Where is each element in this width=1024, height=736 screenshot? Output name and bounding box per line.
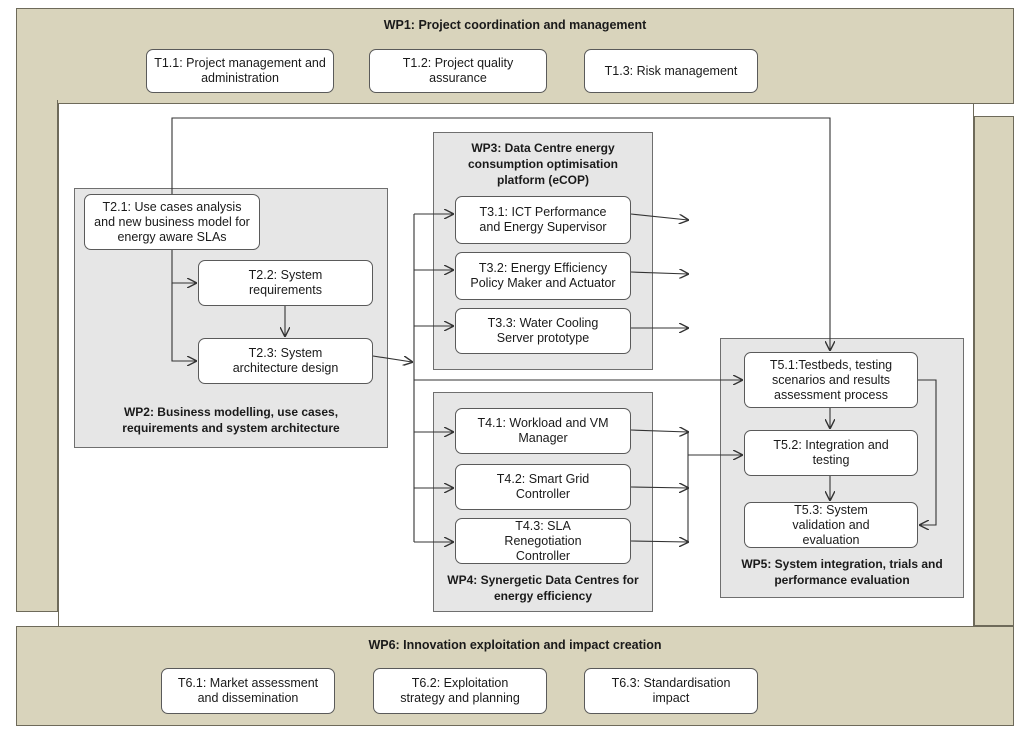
task-t4-3: T4.3: SLA Renegotiation Controller: [455, 518, 631, 564]
arrow-t2-1-to-t2-3: [171, 283, 196, 361]
task-t5-1: T5.1:Testbeds, testing scenarios and res…: [744, 352, 918, 408]
task-t6-3: T6.3: Standardisation impact: [584, 668, 758, 714]
task-t6-2: T6.2: Exploitation strategy and planning: [373, 668, 547, 714]
task-t2-3: T2.3: System architecture design: [198, 338, 373, 384]
arrow-t2-1-to-t5-1: [171, 117, 830, 350]
arrow-t5-1-to-t5-3: [918, 379, 937, 525]
task-t5-3: T5.3: System validation and evaluation: [744, 502, 918, 548]
right-frame-band: [974, 116, 1014, 626]
task-t5-2: T5.2: Integration and testing: [744, 430, 918, 476]
task-t1-2: T1.2: Project quality assurance: [369, 49, 547, 93]
wp4-title: WP4: Synergetic Data Centres for energy …: [447, 573, 639, 603]
wp6-title: WP6: Innovation exploitation and impact …: [368, 638, 662, 652]
wp3-title: WP3: Data Centre energy consumption opti…: [468, 141, 618, 187]
arrow-t4-1-out: [630, 430, 688, 432]
task-t4-1: T4.1: Workload and VM Manager: [455, 408, 631, 454]
task-t6-1: T6.1: Market assessment and disseminatio…: [161, 668, 335, 714]
task-t2-1: T2.1: Use cases analysis and new busines…: [84, 194, 260, 250]
task-t1-3: T1.3: Risk management: [584, 49, 758, 93]
wp1-title: WP1: Project coordination and management: [383, 18, 647, 32]
arrow-t2-3-out: [372, 355, 412, 362]
task-t2-2: T2.2: System requirements: [198, 260, 373, 306]
arrow-t3-1-out: [630, 213, 688, 220]
task-t3-1: T3.1: ICT Performance and Energy Supervi…: [455, 196, 631, 244]
task-t4-2: T4.2: Smart Grid Controller: [455, 464, 631, 510]
wp2-title: WP2: Business modelling, use cases, requ…: [122, 405, 340, 435]
task-t3-2: T3.2: Energy Efficiency Policy Maker and…: [455, 252, 631, 300]
left-frame-band: [16, 100, 58, 612]
wp5-title: WP5: System integration, trials and perf…: [741, 557, 943, 587]
arrow-t4-2-out: [630, 487, 688, 488]
arrow-t4-3-out: [630, 541, 688, 542]
task-t3-3: T3.3: Water Cooling Server prototype: [455, 308, 631, 354]
task-t1-1: T1.1: Project management and administrat…: [146, 49, 334, 93]
arrow-t3-2-out: [630, 272, 688, 274]
arrow-t2-1-to-t2-2: [171, 250, 196, 283]
